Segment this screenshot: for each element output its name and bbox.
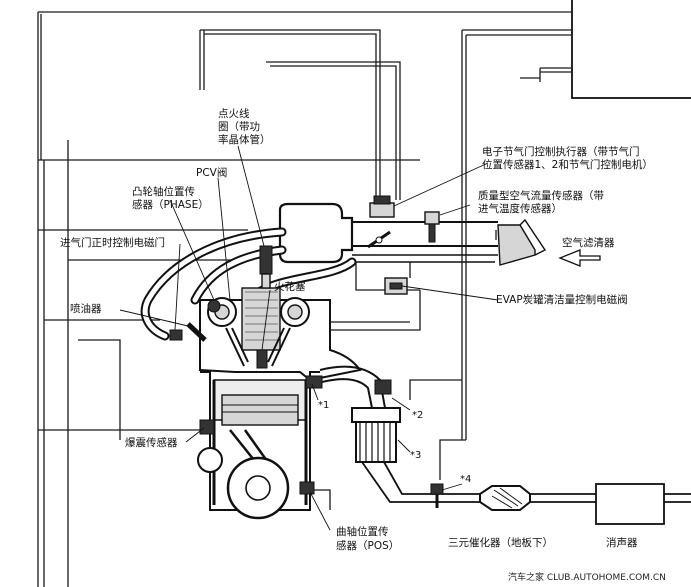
label-catalyst: 三元催化器（地板下） [448,536,553,549]
cam-sensor-line-2: 感器（PHASE） [132,198,209,211]
spark-plug [256,349,268,369]
marker-4: *4 [460,474,471,485]
crank-sensor-line-1: 曲轴位置传 [336,525,389,538]
marker-3: *3 [410,450,421,461]
knock-sensor [197,419,223,473]
cam-sensor [207,299,221,313]
maf-sensor [424,211,440,243]
label-spark-plug: 火花塞 [274,280,306,293]
crank-sensor-line-2: 感器（POS） [336,539,399,552]
ignition-coil-line-3: 率晶体管） [218,133,271,146]
label-cam-sensor: 凸轮轴位置传 感器（PHASE） [132,185,209,211]
cam-sensor-line-1: 凸轮轴位置传 [132,185,195,198]
rear-o2-sensor [430,483,444,508]
label-injector: 喷油器 [70,302,102,315]
intake-timing-solenoid [169,329,183,341]
leader-lines [119,145,499,531]
label-evap-solenoid: EVAP炭罐清洁量控制电磁阀 [496,293,628,306]
label-maf-sensor: 质量型空气流量传感器（带 进气温度传感器） [478,189,604,215]
exhaust-pipe [361,461,691,503]
label-ignition-coil: 点火线 圈（带功 率晶体管） [218,107,271,146]
injector [186,322,207,342]
marker-1: *1 [318,400,329,411]
label-muffler: 消声器 [606,536,638,549]
label-air-cleaner: 空气滤清器 [562,236,615,249]
label-throttle-actuator: 电子节气门控制执行器（带节气门 位置传感器1、2和节气门控制电机） [482,145,653,171]
label-pcv-valve: PCV阀 [196,166,227,179]
intake-plenum [278,202,354,264]
evap-solenoid [384,277,408,295]
throttle-actuator [367,195,395,249]
throttle-actuator-line-1: 电子节气门控制执行器（带节气门 [482,145,640,158]
engine-cylinder-head [199,287,362,382]
crank-sensor [299,481,315,495]
engine-block [200,371,320,520]
pre-catalyst [351,407,401,463]
ignition-coil [259,245,273,289]
marker-2: *2 [412,410,423,421]
maf-sensor-line-1: 质量型空气流量传感器（带 [478,189,604,202]
muffler [595,483,665,525]
wiring-harness [37,11,572,587]
air-filter-housing [497,218,547,266]
label-knock-sensor: 爆震传感器 [125,436,178,449]
watermark: 汽车之家 CLUB.AUTOHOME.COM.CN [508,571,666,583]
ignition-coil-line-1: 点火线 [218,107,250,120]
intake-duct [350,221,498,263]
label-crank-sensor: 曲轴位置传 感器（POS） [336,525,399,552]
air-inlet-arrow [558,249,601,267]
three-way-catalyst [479,485,531,511]
evap-line [355,262,411,291]
maf-sensor-line-2: 进气温度传感器） [478,202,562,215]
throttle-actuator-line-2: 位置传感器1、2和节气门控制电机） [482,158,653,171]
label-intake-timing-solenoid: 进气门正时控制电磁门 [60,236,165,249]
ignition-coil-line-2: 圈（带功 [218,121,260,133]
exhaust-manifold [305,365,392,409]
ecm-box [571,0,691,99]
